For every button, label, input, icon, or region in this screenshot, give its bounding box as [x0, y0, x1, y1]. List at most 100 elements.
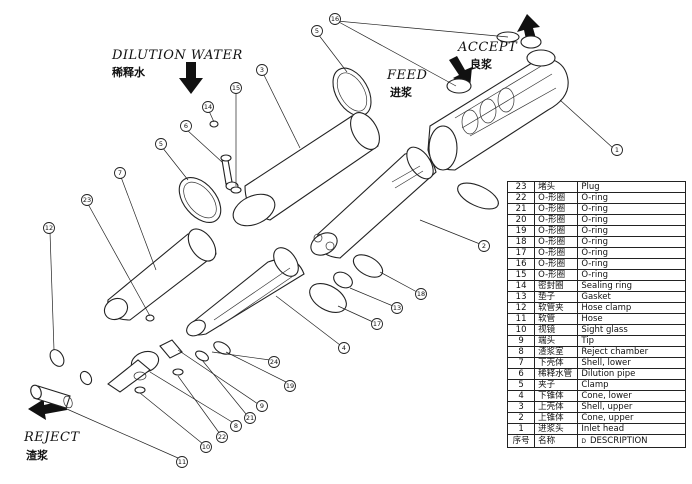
header-cn: 名称 — [534, 434, 579, 448]
callout-18: 18 — [415, 288, 427, 300]
svg-text:24: 24 — [270, 358, 278, 366]
cell-en: Shell, lower — [577, 357, 686, 369]
callout-23: 23 — [81, 194, 93, 206]
cell-en: Sight glass — [577, 324, 686, 336]
callout-17: 17 — [371, 318, 383, 330]
svg-text:15: 15 — [232, 84, 240, 92]
cell-no: 13 — [506, 291, 536, 303]
cell-no: 22 — [506, 192, 536, 204]
cell-no: 3 — [506, 401, 536, 413]
svg-text:4: 4 — [342, 344, 346, 352]
dilution-arrow-icon — [179, 62, 203, 94]
cell-en: O-ring — [577, 269, 686, 281]
svg-text:5: 5 — [315, 27, 319, 35]
cell-cn: O-形圈 — [534, 214, 579, 226]
callout-10: 10 — [200, 441, 212, 453]
cell-no: 5 — [506, 379, 536, 391]
cell-en: Hose — [577, 313, 686, 325]
cell-en: Gasket — [577, 291, 686, 303]
svg-text:18: 18 — [417, 290, 425, 298]
callout-2: 2 — [478, 240, 490, 252]
cell-en: Plug — [577, 181, 686, 193]
callout-11: 11 — [176, 456, 188, 468]
callout-15: 15 — [230, 82, 242, 94]
header-en-text: DESCRIPTION — [590, 435, 648, 446]
svg-text:3: 3 — [260, 66, 264, 74]
header-en-prefix: D — [581, 437, 586, 445]
cell-cn: O-形圈 — [534, 203, 579, 215]
feed-label: FEED — [387, 68, 428, 83]
cell-no: 21 — [506, 203, 536, 215]
cell-cn: 视镜 — [534, 324, 579, 336]
cell-cn: 上锥体 — [534, 412, 579, 424]
cell-en: O-ring — [577, 247, 686, 259]
cell-en: Clamp — [577, 379, 686, 391]
cell-cn: 堵头 — [534, 181, 579, 193]
cell-en: O-ring — [577, 225, 686, 237]
o-ring-20-part — [457, 182, 499, 210]
inlet-head-part — [427, 35, 569, 171]
svg-text:6: 6 — [184, 122, 188, 130]
svg-text:7: 7 — [118, 169, 122, 177]
cell-no: 20 — [506, 214, 536, 226]
cell-cn: O-形圈 — [534, 225, 579, 237]
svg-text:16: 16 — [331, 15, 339, 23]
cell-en: O-ring — [577, 192, 686, 204]
callout-8: 8 — [230, 420, 242, 432]
cell-no: 19 — [506, 225, 536, 237]
cell-cn: O-形圈 — [534, 247, 579, 259]
cell-cn: 夹子 — [534, 379, 579, 391]
svg-text:12: 12 — [45, 224, 53, 232]
cell-no: 12 — [506, 302, 536, 314]
clamp-upper-part — [332, 67, 372, 117]
dilution-pipe-part — [209, 120, 242, 194]
svg-text:1: 1 — [615, 146, 619, 154]
svg-text:5: 5 — [159, 140, 163, 148]
callout-12: 12 — [43, 222, 55, 234]
cell-en: Hose clamp — [577, 302, 686, 314]
cell-cn: 上壳体 — [534, 401, 579, 413]
callouts: 16 5 3 15 14 6 5 7 23 12 1 2 18 — [43, 13, 623, 468]
cell-no: 11 — [506, 313, 536, 325]
cell-no: 10 — [506, 324, 536, 336]
cell-no: 6 — [506, 368, 536, 380]
cell-cn: 进浆头 — [534, 423, 579, 435]
svg-text:8: 8 — [234, 422, 238, 430]
svg-text:21: 21 — [246, 414, 254, 422]
cell-en: Inlet head — [577, 423, 686, 435]
callout-6: 6 — [180, 120, 192, 132]
cell-en: O-ring — [577, 203, 686, 215]
o-ring-22-part — [172, 368, 184, 376]
callout-24: 24 — [268, 356, 280, 368]
svg-text:10: 10 — [202, 443, 210, 451]
dilution-water-label: DILUTION WATER — [112, 48, 243, 63]
cell-no: 14 — [506, 280, 536, 292]
cell-cn: 垫子 — [534, 291, 579, 303]
cell-no: 17 — [506, 247, 536, 259]
svg-text:23: 23 — [83, 196, 91, 204]
shell-lower-part — [103, 228, 217, 321]
cell-cn: 密封圈 — [534, 280, 579, 292]
cell-en: O-ring — [577, 236, 686, 248]
cell-cn: 端头 — [534, 335, 579, 347]
svg-text:14: 14 — [204, 103, 212, 111]
callout-16: 16 — [329, 13, 341, 25]
cell-cn: O-形圈 — [534, 269, 579, 281]
cell-en: Shell, upper — [577, 401, 686, 413]
reject-label: REJECT — [24, 430, 80, 445]
shell-upper-part — [232, 112, 380, 227]
cell-cn: 下锥体 — [534, 390, 579, 402]
callout-1: 1 — [611, 144, 623, 156]
cell-en: Sealing ring — [577, 280, 686, 292]
hose-clamp-part — [49, 349, 65, 367]
